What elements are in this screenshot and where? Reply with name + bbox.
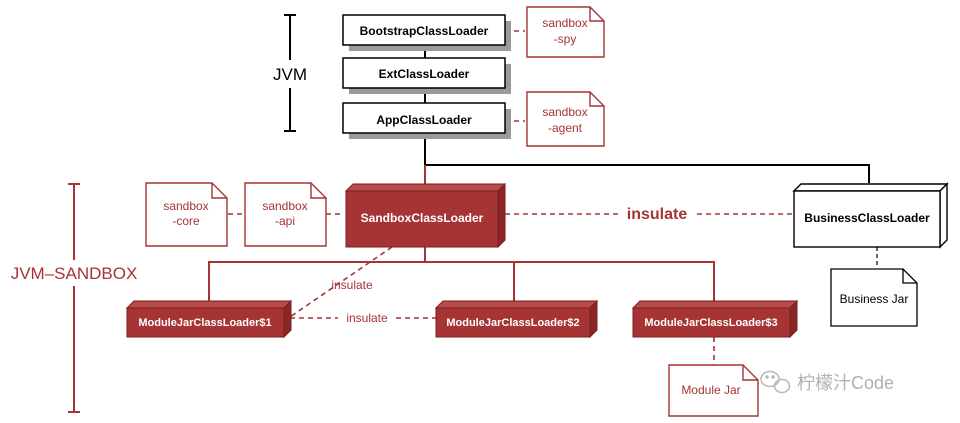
sandbox-classloader-label: SandboxClassLoader xyxy=(361,211,484,225)
jvm-sandbox-bracket xyxy=(68,183,80,413)
module-classloader-2-box: ModuleJarClassLoader$2 xyxy=(434,299,599,339)
jvm-bracket xyxy=(284,14,296,132)
sandbox-spy-line1: sandbox xyxy=(542,16,587,30)
app-classloader-label: AppClassLoader xyxy=(376,113,472,127)
business-classloader-label: BusinessClassLoader xyxy=(804,211,930,225)
business-jar-note: Business Jar xyxy=(830,268,918,327)
sandbox-core-line1: sandbox xyxy=(163,199,208,213)
jvm-label: JVM xyxy=(273,65,307,84)
module-classloader-3-label: ModuleJarClassLoader$3 xyxy=(644,317,777,329)
module-classloader-1-box: ModuleJarClassLoader$1 xyxy=(125,299,293,339)
sandbox-agent-line1: sandbox xyxy=(542,105,587,119)
sandbox-api-line2: -api xyxy=(275,214,295,228)
dashed-links xyxy=(228,30,792,365)
sandbox-api-line1: sandbox xyxy=(262,199,307,213)
module-jar-note: Module Jar xyxy=(668,364,759,417)
business-jar-label: Business Jar xyxy=(840,292,909,306)
insulate-modules-label: insulate xyxy=(346,311,388,325)
sandbox-spy-note: sandbox -spy xyxy=(526,6,605,58)
business-classloader-box: BusinessClassLoader xyxy=(792,182,949,249)
sandbox-core-line2: -core xyxy=(172,214,200,228)
module-classloader-3-box: ModuleJarClassLoader$3 xyxy=(631,299,799,339)
watermark-text: 柠檬汁Code xyxy=(797,373,894,393)
module-jar-label: Module Jar xyxy=(681,383,740,397)
ext-classloader-label: ExtClassLoader xyxy=(379,67,470,81)
sandbox-agent-note: sandbox -agent xyxy=(526,91,605,147)
wechat-icon xyxy=(760,370,791,394)
sandbox-core-note: sandbox -core xyxy=(145,182,228,247)
jvm-sandbox-label: JVM–SANDBOX xyxy=(11,264,138,283)
module-classloader-1-label: ModuleJarClassLoader$1 xyxy=(138,317,271,329)
insulate-diag-label: insulate xyxy=(331,278,373,292)
ext-classloader-box: ExtClassLoader xyxy=(342,57,511,94)
sandbox-classloader-box: SandboxClassLoader xyxy=(344,182,507,249)
sandbox-connectors xyxy=(208,165,715,301)
insulate-main-label: insulate xyxy=(627,206,688,223)
app-classloader-box: AppClassLoader xyxy=(342,102,511,139)
sandbox-api-note: sandbox -api xyxy=(244,182,327,247)
module-classloader-2-label: ModuleJarClassLoader$2 xyxy=(446,317,579,329)
bootstrap-classloader-label: BootstrapClassLoader xyxy=(360,24,489,38)
bootstrap-classloader-box: BootstrapClassLoader xyxy=(342,14,511,51)
sandbox-agent-line2: -agent xyxy=(548,121,583,135)
sandbox-spy-line2: -spy xyxy=(554,32,577,46)
